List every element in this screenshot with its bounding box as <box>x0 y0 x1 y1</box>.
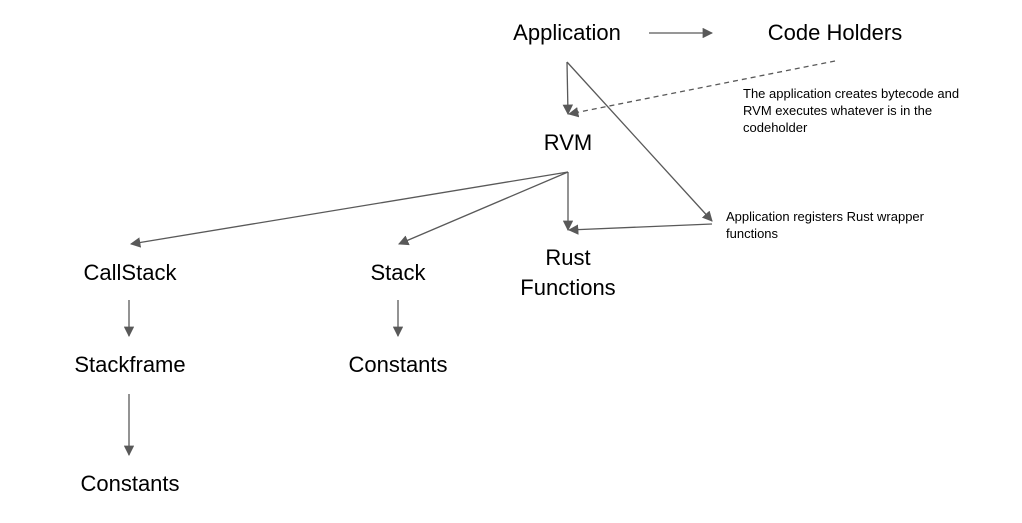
note-bytecode-line1: The application creates bytecode and <box>743 86 960 101</box>
node-rvm: RVM <box>543 130 593 155</box>
node-callstack: CallStack <box>83 260 177 285</box>
node-rust-functions: Rust Functions <box>500 243 636 303</box>
node-rust-functions-line1: Rust <box>545 245 591 270</box>
node-stackframe-constants: Constants <box>80 471 180 496</box>
note-bytecode-line2: RVM executes whatever is in the <box>743 103 933 118</box>
edge-application-to-rust-note <box>566 61 713 222</box>
node-rust-functions-line2: Functions <box>520 275 616 300</box>
node-stack: Stack <box>370 260 426 285</box>
edge-rvm-to-callstack <box>129 171 569 248</box>
note-rust-registration: Application registers Rust wrapper funct… <box>726 208 996 242</box>
edge-rust-note-to-rustfunctions <box>567 223 713 235</box>
edge-application-to-rvm <box>562 61 574 116</box>
note-bytecode: The application creates bytecode and RVM… <box>743 85 1003 136</box>
node-code-holders: Code Holders <box>767 20 903 45</box>
edge-rvm-to-stack <box>398 171 569 246</box>
note-rust-line2: functions <box>726 226 779 241</box>
node-stackframe: Stackframe <box>74 352 186 377</box>
node-stack-constants: Constants <box>348 352 448 377</box>
edge-codeholders-to-rvm <box>567 60 836 118</box>
note-bytecode-line3: codeholder <box>743 120 808 135</box>
node-application: Application <box>513 20 621 45</box>
note-rust-line1: Application registers Rust wrapper <box>726 209 924 224</box>
